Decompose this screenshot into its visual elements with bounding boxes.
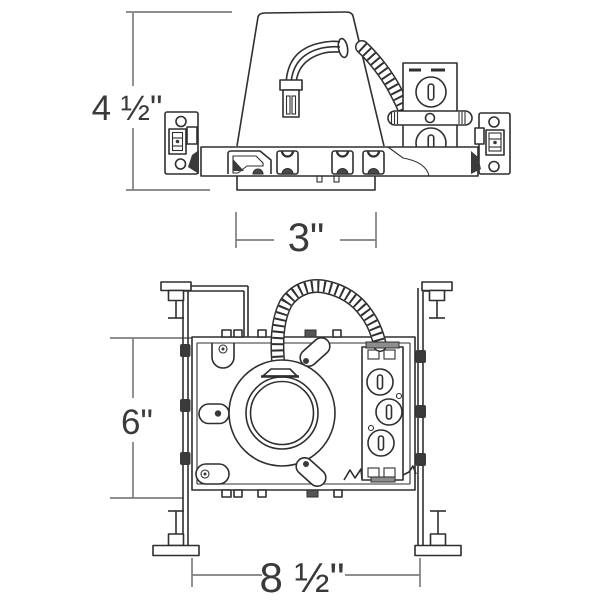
connector-prong <box>285 95 291 115</box>
knockout-hole <box>375 398 403 426</box>
aperture-ring <box>228 337 336 487</box>
rail-clip <box>180 452 191 465</box>
hanger-bar-right-rail <box>415 288 426 546</box>
mounting-plate <box>200 146 479 183</box>
rail-clip <box>180 399 191 412</box>
dimension-aperture-label: 3" <box>288 216 324 260</box>
mounting-bracket-right <box>471 112 511 175</box>
connector-plug <box>282 89 300 118</box>
mounting-nail-top-right <box>421 281 453 319</box>
slot-pocket-left <box>198 403 230 425</box>
junction-box-top <box>343 346 417 483</box>
side-view-drawing: 4 ½" <box>92 11 511 260</box>
connector-crimp <box>279 79 303 91</box>
plate-tab <box>316 175 323 183</box>
ground-wire-squiggle <box>402 465 417 476</box>
dimension-aperture: 3" <box>235 212 377 260</box>
connector-prong <box>291 95 297 115</box>
box-tab <box>383 349 396 360</box>
lamp-housing <box>236 11 385 147</box>
screw <box>303 461 309 467</box>
spring-clip <box>275 149 300 176</box>
spring-clip <box>330 149 355 176</box>
rail-clip <box>415 405 426 418</box>
dimension-depth-label: 6" <box>121 403 153 442</box>
pan-tab <box>257 329 267 338</box>
top-view-drawing: 6" <box>110 279 462 600</box>
pan-tab <box>257 489 267 498</box>
plate-fillet <box>387 146 430 177</box>
mounting-nail-top-left <box>160 281 192 319</box>
hanger-bar-side <box>387 110 473 126</box>
socket-clip <box>227 150 272 175</box>
bracket-clip <box>471 151 481 174</box>
pan-tab <box>332 329 342 338</box>
dimension-height-label: 4 ½" <box>92 89 163 128</box>
flex-conduit-top <box>270 279 400 377</box>
pan-tab <box>233 329 243 338</box>
mounting-bracket-left <box>164 111 199 175</box>
rail-clip <box>180 344 191 357</box>
rail-clip <box>415 350 426 363</box>
trim-collar <box>236 176 376 191</box>
box-bottom-bracket <box>370 476 396 483</box>
knockout-hole <box>367 429 395 457</box>
screw <box>303 358 309 364</box>
spring-clip <box>361 149 386 176</box>
plate-tab <box>333 175 340 183</box>
hanger-bar-left-rail <box>180 288 191 548</box>
pan-tab <box>221 489 232 498</box>
dimension-width-label: 8 ½" <box>260 554 345 600</box>
pan-tab <box>221 329 232 338</box>
conduit-clamp <box>365 341 400 349</box>
wire-and-connector <box>279 37 349 118</box>
box-tab <box>367 349 380 360</box>
pan-tab <box>333 489 343 498</box>
mounting-nail-bottom-left <box>152 510 200 557</box>
bracket-clip <box>188 150 199 174</box>
rail-clip <box>415 453 426 466</box>
ground-wire-squiggle <box>343 468 363 481</box>
dimension-height: 4 ½" <box>92 11 232 191</box>
mounting-nail-bottom-right <box>414 510 462 557</box>
knockout-hole <box>415 76 447 108</box>
pan-tab <box>306 489 319 498</box>
dimension-width: 8 ½" <box>191 554 421 600</box>
knockout-hole <box>366 368 394 396</box>
slot-pocket-bottom-left <box>195 463 230 485</box>
keyhole-pocket <box>211 343 235 369</box>
pan-tab <box>233 489 243 498</box>
pan-tab <box>304 329 317 338</box>
